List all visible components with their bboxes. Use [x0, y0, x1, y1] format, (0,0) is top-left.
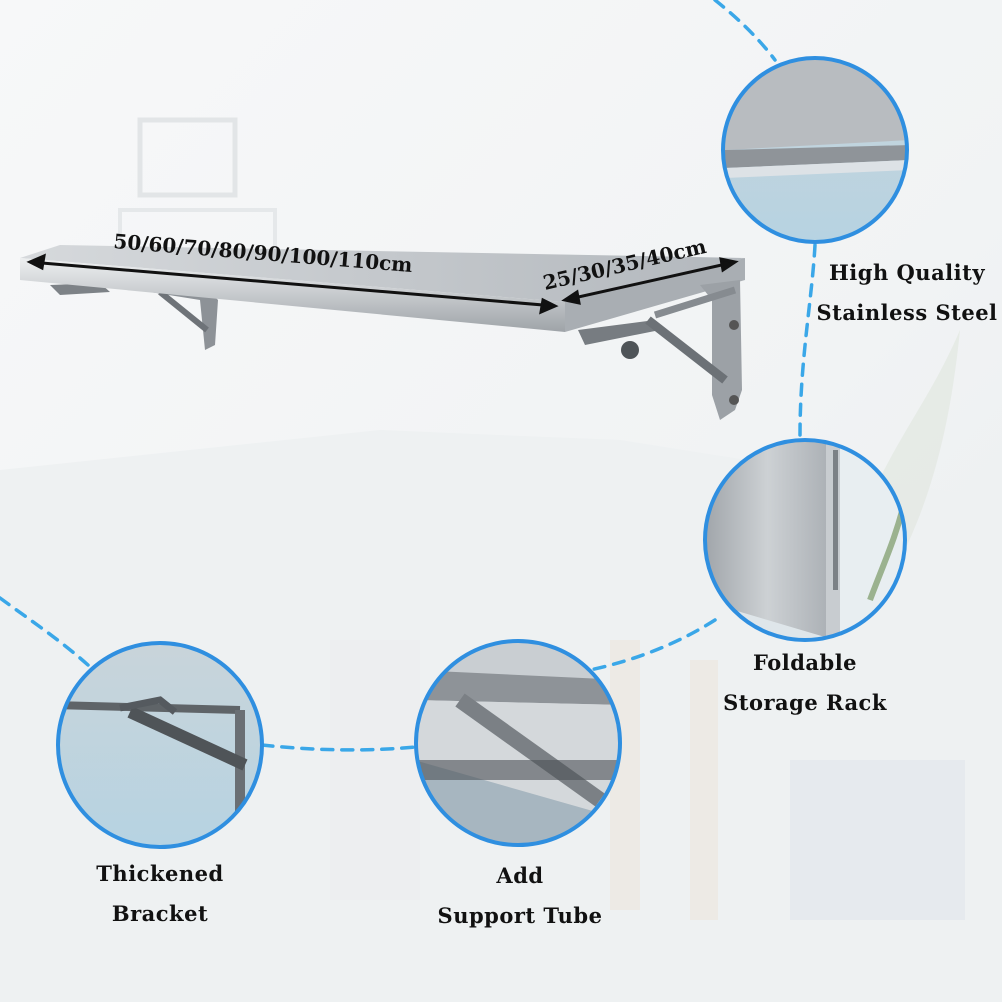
feature-label-thickened-bracket: Thickened Bracket [65, 854, 255, 934]
zoom-foldable-rack [703, 438, 907, 642]
wall-shelf [20, 245, 745, 420]
wall-frame [137, 117, 238, 198]
feature-line: Bracket [111, 901, 209, 926]
feature-label-support-tube: Add Support Tube [420, 856, 620, 936]
zoom-thickened-bracket [56, 641, 264, 849]
feature-line: Stainless Steel [816, 300, 998, 325]
feature-line: Support Tube [437, 903, 603, 928]
zoom-stainless-steel [721, 56, 909, 244]
picture-frame [790, 760, 965, 920]
feature-label-foldable-rack: Foldable Storage Rack [710, 643, 900, 723]
feature-label-stainless-steel: High Quality Stainless Steel [812, 253, 1002, 333]
feature-line: Add [496, 863, 544, 888]
feature-line: Foldable [752, 650, 858, 675]
feature-line: Thickened [96, 861, 224, 886]
zoom-support-tube [414, 639, 622, 847]
dimension-lines [26, 253, 739, 315]
feature-line: Storage Rack [723, 690, 887, 715]
feature-line: High Quality [828, 260, 986, 285]
